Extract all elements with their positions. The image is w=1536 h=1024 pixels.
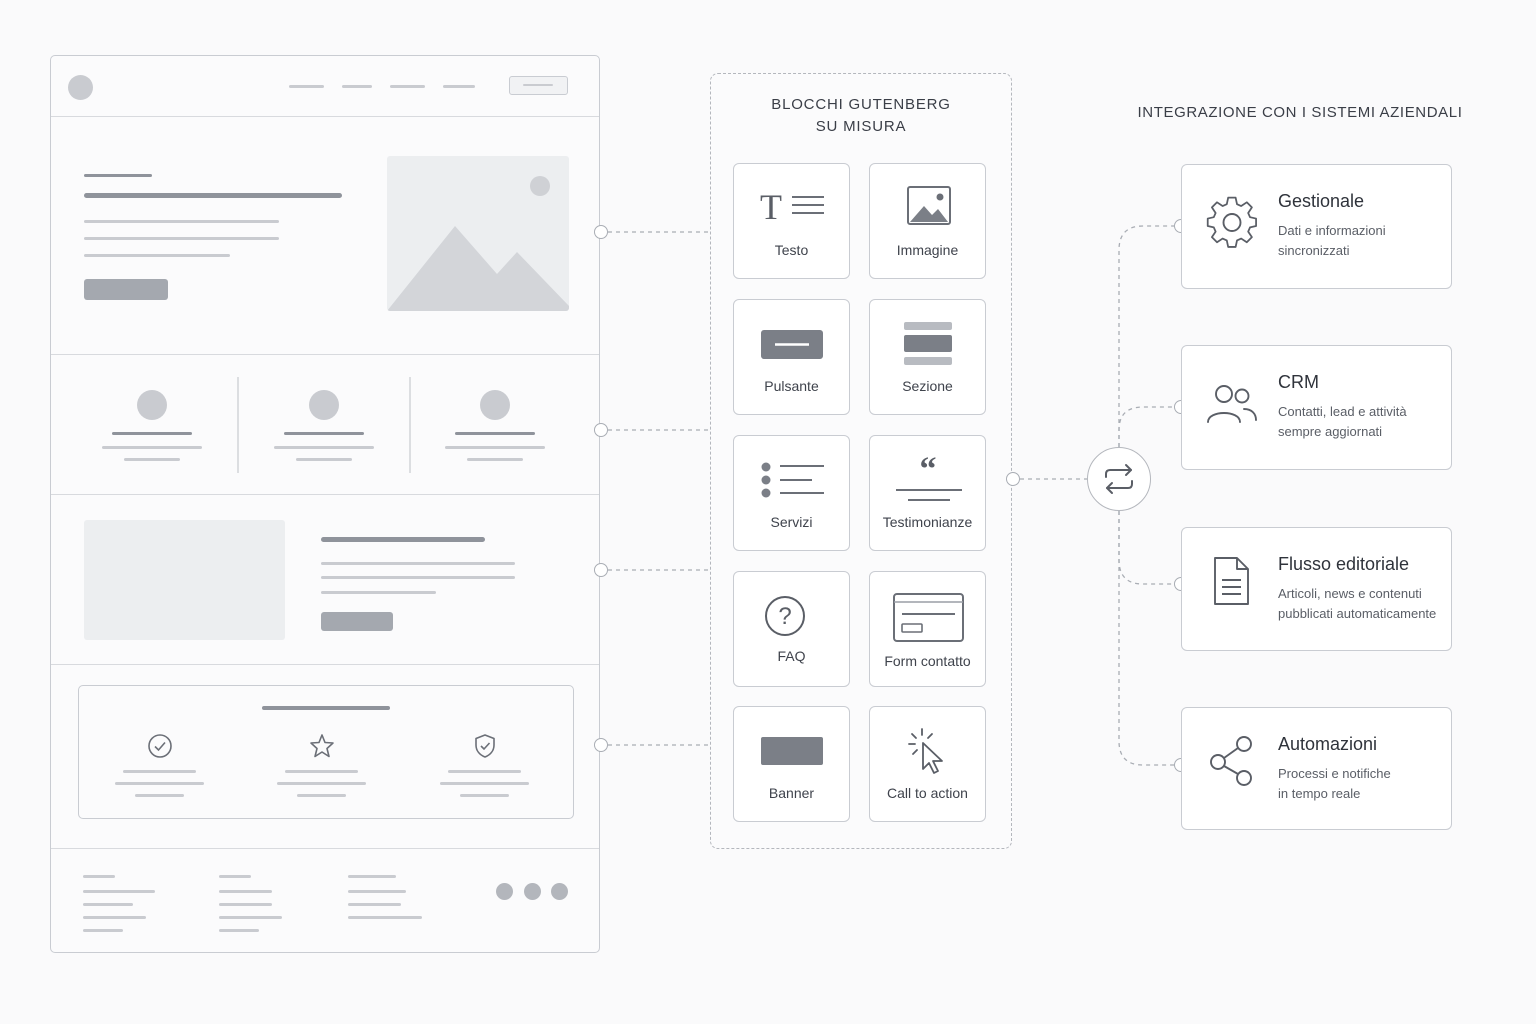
quote-icon: “: [896, 451, 962, 501]
wireframe-nav-item: [342, 85, 372, 88]
block-form-contatto[interactable]: Form contatto: [869, 571, 986, 687]
list-icon: [761, 462, 824, 498]
block-pulsante[interactable]: Pulsante: [733, 299, 850, 415]
card-description: Contatti, lead e attività sempre aggiorn…: [1278, 404, 1407, 439]
connector-dot: [1006, 472, 1020, 486]
block-immagine[interactable]: Immagine: [869, 163, 986, 279]
sync-arrows-icon: [1104, 463, 1133, 494]
card-description: Articoli, news e contenuti pubblicati au…: [1278, 586, 1437, 621]
wireframe-media-text: [51, 494, 599, 665]
form-icon: [893, 593, 964, 642]
section-icon: [904, 322, 952, 365]
wireframe-nav-item: [443, 85, 475, 88]
users-icon: [1207, 385, 1257, 423]
cursor-click-icon: [908, 728, 943, 774]
integration-title: INTEGRAZIONE CON I SISTEMI AZIENDALI: [1137, 104, 1463, 121]
integration-card-crm[interactable]: CRM Contatti, lead e attività sempre agg…: [1181, 345, 1452, 470]
card-description: Processi e notifiche in tempo reale: [1278, 766, 1391, 801]
connector-dot: [594, 738, 608, 752]
svg-text:“: “: [920, 451, 937, 488]
panel-title-line1: BLOCCHI GUTENBERG: [771, 96, 951, 113]
wireframe-hero: [51, 116, 599, 355]
sync-hub: [1087, 447, 1151, 511]
shield-check-icon: [475, 734, 495, 758]
card-title: Flusso editoriale: [1278, 554, 1410, 574]
wireframe-hero-image: [387, 156, 569, 311]
connector-dot: [594, 563, 608, 577]
panel-title-line2: SU MISURA: [815, 118, 907, 135]
block-label: Sezione: [902, 378, 953, 394]
block-sezione[interactable]: Sezione: [869, 299, 986, 415]
wireframe-nav-button: [509, 76, 568, 95]
card-title: CRM: [1278, 372, 1319, 392]
star-icon: [310, 734, 334, 758]
wireframe-nav-item: [289, 85, 324, 88]
wireframe-footer: [51, 848, 599, 953]
wireframe-nav-item: [390, 85, 425, 88]
connector-dot: [594, 423, 608, 437]
connector-dot: [594, 225, 608, 239]
block-label: Servizi: [770, 514, 813, 530]
block-label: Testimonianze: [882, 514, 973, 530]
block-faq[interactable]: ? FAQ: [733, 571, 850, 687]
block-label: Pulsante: [764, 378, 819, 394]
integration-card-gestionale[interactable]: Gestionale Dati e informazioni sincroniz…: [1181, 164, 1452, 289]
social-icon: [496, 883, 513, 900]
block-testo[interactable]: T Testo: [733, 163, 850, 279]
image-icon: [907, 186, 951, 225]
question-icon: ?: [765, 596, 805, 636]
text-icon: T: [760, 187, 824, 227]
share-nodes-icon: [1210, 736, 1252, 786]
wireframe-logo: [68, 75, 93, 100]
block-label: FAQ: [777, 648, 806, 664]
block-label: Banner: [768, 785, 815, 801]
block-call-to-action[interactable]: Call to action: [869, 706, 986, 822]
check-circle-icon: [148, 734, 172, 758]
block-label: Testo: [774, 242, 809, 258]
website-wireframe: [50, 55, 600, 953]
button-icon: [761, 330, 823, 359]
block-label: Call to action: [887, 785, 968, 801]
wireframe-values: [51, 664, 599, 849]
social-icon: [524, 883, 541, 900]
card-description: Dati e informazioni sincronizzati: [1278, 223, 1386, 258]
social-icon: [551, 883, 568, 900]
panel-title: BLOCCHI GUTENBERG SU MISURA: [711, 94, 1011, 138]
block-label: Form contatto: [884, 653, 971, 669]
card-title: Automazioni: [1278, 734, 1378, 754]
block-testimonianze[interactable]: “ Testimonianze: [869, 435, 986, 551]
document-icon: [1214, 557, 1249, 605]
wireframe-features: [51, 354, 599, 495]
banner-icon: [761, 737, 823, 765]
gutenberg-blocks-panel: BLOCCHI GUTENBERG SU MISURA T Testo Imma…: [710, 73, 1012, 849]
svg-text:?: ?: [778, 603, 791, 630]
card-title: Gestionale: [1278, 191, 1365, 211]
block-servizi[interactable]: Servizi: [733, 435, 850, 551]
gear-icon: [1206, 196, 1257, 248]
block-label: Immagine: [896, 242, 959, 258]
block-banner[interactable]: Banner: [733, 706, 850, 822]
integration-card-automazioni[interactable]: Automazioni Processi e notifiche in temp…: [1181, 707, 1452, 830]
integration-card-flusso-editoriale[interactable]: Flusso editoriale Articoli, news e conte…: [1181, 527, 1452, 651]
svg-text:T: T: [760, 187, 782, 227]
